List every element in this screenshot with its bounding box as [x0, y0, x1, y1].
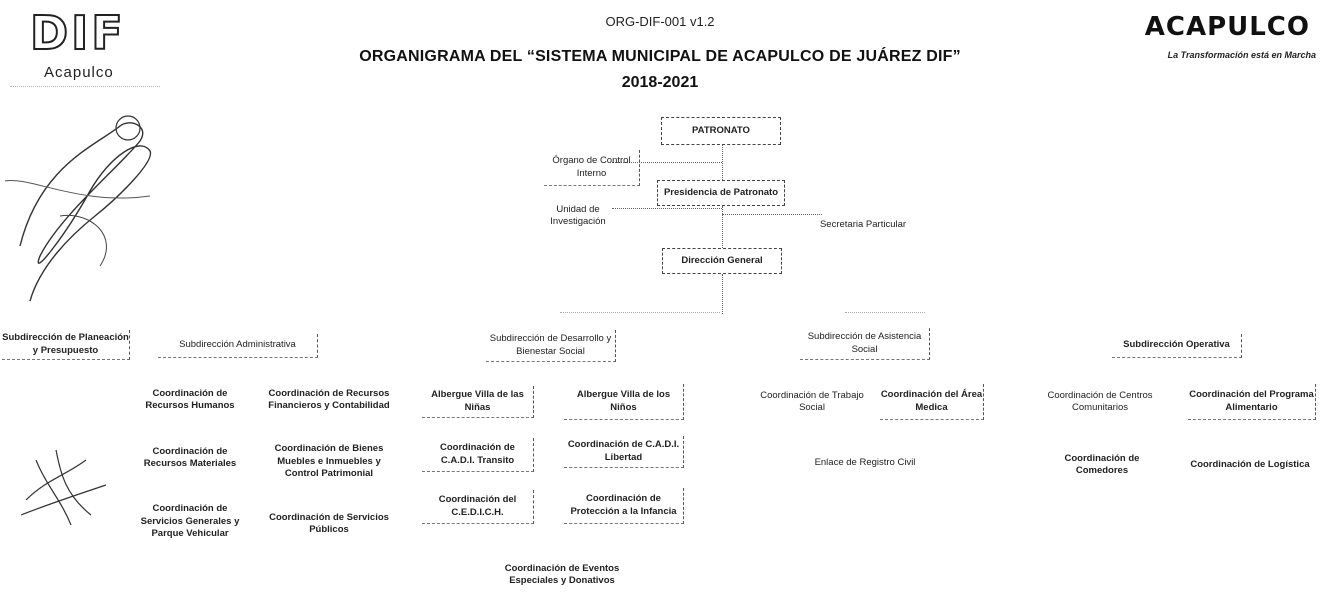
- node-direccion-general: Dirección General: [662, 248, 782, 274]
- node-organo-control-interno: Órgano de Control Interno: [544, 150, 640, 186]
- connector-desarrollo-line: [560, 312, 720, 313]
- node-patronato: PATRONATO: [661, 117, 781, 145]
- node-coord-servicios-generales: Coordinación de Servicios Generales y Pa…: [140, 503, 240, 540]
- chart-title: ORGANIGRAMA DEL “SISTEMA MUNICIPAL DE AC…: [359, 48, 961, 65]
- node-coord-recursos-materiales: Coordinación de Recursos Materiales: [143, 445, 237, 469]
- dif-logo: DIF Acapulco: [8, 5, 168, 96]
- node-albergue-ninas: Albergue Villa de las Niñas: [422, 386, 534, 418]
- connector-asistencia-line: [845, 312, 925, 313]
- node-subdireccion-asistencia: Subdirección de Asistencia Social: [800, 328, 930, 360]
- node-subdireccion-planeacion: Subdirección de Planeación y Presupuesto: [2, 330, 130, 360]
- node-secretaria-particular: Secretaria Particular: [819, 218, 907, 230]
- node-coord-trabajo-social: Coordinación de Trabajo Social: [760, 389, 864, 413]
- node-coord-logistica: Coordinación de Logística: [1190, 458, 1310, 470]
- node-coord-cedich: Coordinación del C.E.D.I.C.H.: [422, 490, 534, 524]
- node-coord-cadi-transito: Coordinación de C.A.D.I. Transito: [422, 438, 534, 472]
- connector-organo-control: [612, 162, 722, 163]
- node-coord-programa-alimentario: Coordinación del Programa Alimentario: [1188, 384, 1316, 420]
- handwritten-signature: [4, 115, 152, 302]
- acapulco-logo-name: ACAPULCO: [1144, 12, 1310, 42]
- node-presidencia-patronato: Presidencia de Patronato: [657, 180, 785, 206]
- dif-logo-city: Acapulco: [44, 64, 114, 81]
- node-coord-servicios-publicos: Coordinación de Servicios Públicos: [269, 511, 389, 535]
- chart-period: 2018-2021: [621, 74, 699, 91]
- node-subdireccion-operativa: Subdirección Operativa: [1112, 334, 1242, 358]
- node-coord-proteccion-infancia: Coordinación de Protección a la Infancia: [564, 488, 684, 524]
- node-albergue-ninos: Albergue Villa de los Niños: [564, 384, 684, 420]
- connector-secretaria-particular: [722, 214, 822, 215]
- node-coord-cadi-libertad: Coordinación de C.A.D.I. Libertad: [564, 436, 684, 468]
- node-unidad-investigacion: Unidad de Investigación: [550, 203, 606, 227]
- node-coord-area-medica: Coordinación del Área Medica: [880, 384, 984, 420]
- node-coord-eventos-especiales: Coordinación de Eventos Especiales y Don…: [504, 562, 620, 586]
- dif-logo-letters: DIF: [29, 5, 126, 61]
- node-coord-recursos-financieros: Coordinación de Recursos Financieros y C…: [268, 387, 390, 411]
- connector-direccion-subdirecciones: [722, 274, 723, 314]
- node-coord-comedores: Coordinación de Comedores: [1064, 452, 1140, 476]
- node-subdireccion-desarrollo: Subdirección de Desarrollo y Bienestar S…: [486, 330, 616, 362]
- node-coord-recursos-humanos: Coordinación de Recursos Humanos: [145, 387, 235, 411]
- acapulco-logo: ACAPULCO La Transformación está en March…: [1118, 8, 1318, 68]
- dif-logo-tagline-line: [10, 86, 160, 89]
- document-id: ORG-DIF-001 v1.2: [605, 14, 715, 29]
- acapulco-logo-slogan: La Transformación está en Marcha: [1167, 50, 1316, 60]
- connector-presidencia-direccion: [722, 206, 723, 248]
- node-coord-bienes-muebles: Coordinación de Bienes Muebles e Inmuebl…: [274, 443, 384, 480]
- handwritten-initials: [20, 449, 107, 526]
- connector-unidad-investigacion: [612, 208, 722, 209]
- node-enlace-registro-civil: Enlace de Registro Civil: [814, 456, 916, 468]
- node-subdireccion-administrativa: Subdirección Administrativa: [158, 334, 318, 358]
- connector-patronato-presidencia: [722, 144, 723, 180]
- node-coord-centros-comunitarios: Coordinación de Centros Comunitarios: [1047, 389, 1153, 413]
